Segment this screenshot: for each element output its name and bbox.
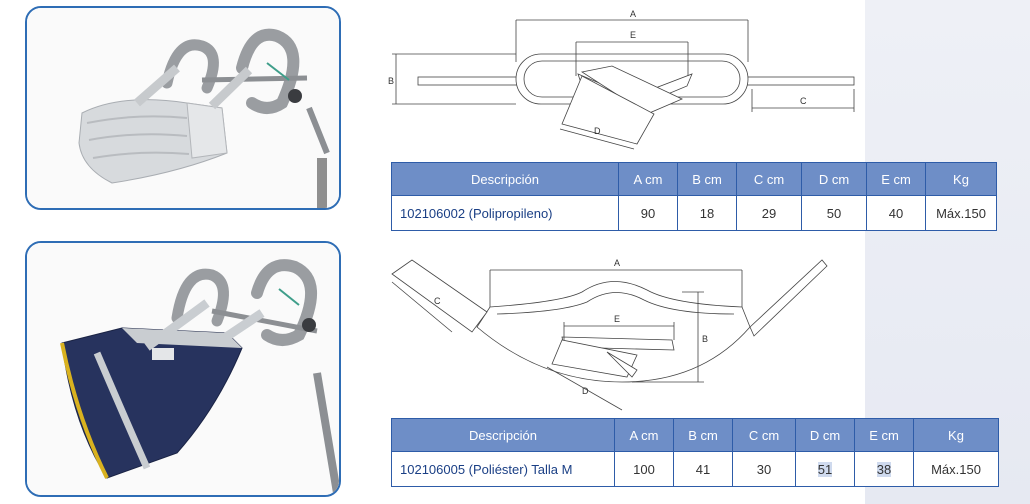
header-b-cm: B cm — [677, 162, 737, 196]
header-a-cm: A cm — [614, 418, 674, 452]
label-a: A — [630, 9, 636, 19]
header-c-cm: C cm — [732, 418, 796, 452]
cell-d: 51 — [795, 451, 855, 487]
header-b-cm: B cm — [673, 418, 733, 452]
header-e-cm: E cm — [866, 162, 926, 196]
table-header-row: Descripción A cm B cm C cm D cm E cm Kg — [391, 162, 997, 196]
cell-b: 18 — [677, 195, 737, 231]
sling-illustration-grey — [27, 8, 339, 208]
header-d-cm: D cm — [795, 418, 855, 452]
header-a-cm: A cm — [618, 162, 678, 196]
label-b: B — [702, 334, 708, 344]
cell-d-value: 51 — [817, 461, 833, 477]
label-a: A — [614, 258, 620, 268]
header-description: Descripción — [391, 162, 619, 196]
header-description: Descripción — [391, 418, 615, 452]
header-c-cm: C cm — [736, 162, 802, 196]
cell-description: 102106002 (Polipropileno) — [391, 195, 619, 231]
label-e: E — [614, 314, 620, 324]
cell-d: 50 — [801, 195, 867, 231]
table-row: 102106005 (Poliéster) Talla M 100 41 30 … — [391, 451, 999, 487]
cell-b: 41 — [673, 451, 733, 487]
cell-kg: Máx.150 — [913, 451, 999, 487]
cell-description: 102106005 (Poliéster) Talla M — [391, 451, 615, 487]
cell-c: 29 — [736, 195, 802, 231]
table-row: 102106002 (Polipropileno) 90 18 29 50 40… — [391, 195, 997, 231]
spec-table-polypropylene: Descripción A cm B cm C cm D cm E cm Kg … — [391, 162, 997, 231]
label-e: E — [630, 30, 636, 40]
dimension-diagram-polypropylene: A E B C D — [382, 4, 862, 154]
label-c: C — [800, 96, 807, 106]
sling-illustration-navy — [27, 243, 339, 495]
product-photo-polyester-sling — [25, 241, 341, 497]
cell-a: 100 — [614, 451, 674, 487]
label-d: D — [582, 386, 589, 396]
product-photo-polypropylene-sling — [25, 6, 341, 210]
spec-table-polyester: Descripción A cm B cm C cm D cm E cm Kg … — [391, 418, 999, 487]
cell-e: 40 — [866, 195, 926, 231]
label-c: C — [434, 296, 441, 306]
header-kg: Kg — [925, 162, 997, 196]
cell-a: 90 — [618, 195, 678, 231]
header-d-cm: D cm — [801, 162, 867, 196]
dimension-diagram-polyester: A E B C D — [382, 252, 862, 418]
label-b: B — [388, 76, 394, 86]
cell-kg: Máx.150 — [925, 195, 997, 231]
header-kg: Kg — [913, 418, 999, 452]
table-header-row: Descripción A cm B cm C cm D cm E cm Kg — [391, 418, 999, 452]
cell-e-value: 38 — [876, 461, 892, 477]
cell-e: 38 — [854, 451, 914, 487]
header-e-cm: E cm — [854, 418, 914, 452]
cell-c: 30 — [732, 451, 796, 487]
label-d: D — [594, 126, 601, 136]
